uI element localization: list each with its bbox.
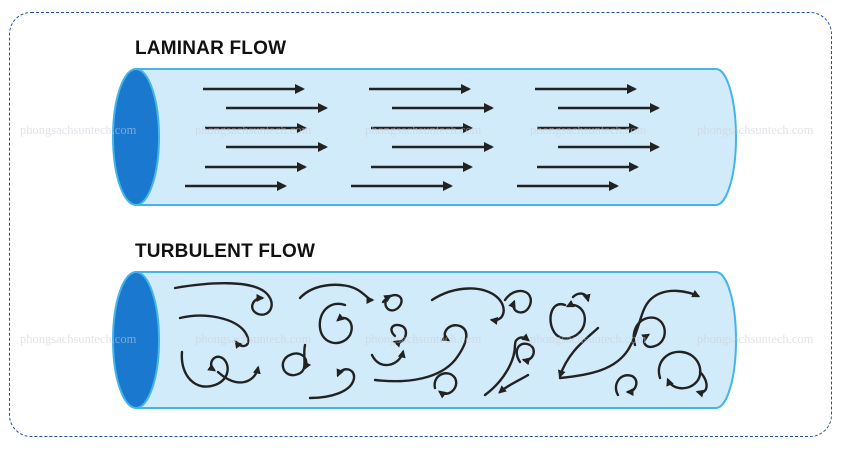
turbulent-swirl-arrow [557,326,600,379]
turbulent-swirl-arrow [515,342,535,366]
turbulent-swirl-arrow [173,282,273,316]
diagram-frame [9,12,832,437]
turbulent-swirl-arrow [549,299,586,340]
turbulent-swirl-arrow [381,293,403,312]
turbulent-swirl-arrow [498,373,530,394]
turbulent-pipe-opening [112,271,160,409]
turbulent-swirl-arrow [370,349,406,367]
turbulent-swirl-arrow [390,323,408,348]
turbulent-swirl-arrow [695,370,708,398]
laminar-pipe [112,68,737,206]
turbulent-swirl-arrow [318,302,353,345]
turbulent-swirl-arrow [216,365,261,384]
turbulent-swirl-arrow [657,350,702,390]
turbulent-swirl-arrow [180,350,229,388]
turbulent-swirl-arrow [281,343,312,377]
turbulent-swirl-arrow [433,372,458,399]
laminar-arrows [185,84,660,191]
turbulent-swirl-arrow [632,316,666,349]
turbulent-swirl-arrow [571,292,591,303]
turbulent-swirl-arrow [298,283,375,304]
turbulent-flow-title: TURBULENT FLOW [135,241,316,262]
turbulent-swirl-arrow [373,324,468,383]
turbulent-swirl-arrow [483,333,530,397]
turbulent-swirl-arrow [178,314,250,349]
turbulent-swirl-arrow [308,368,356,400]
laminar-flow-title: LAMINAR FLOW [135,38,287,59]
laminar-pipe-opening [112,68,160,206]
turbulent-swirl-arrow [503,289,532,314]
turbulent-swirl-arrow [430,287,505,325]
turbulent-swirl-arrow [614,374,638,397]
turbulent-arrows [173,282,708,400]
